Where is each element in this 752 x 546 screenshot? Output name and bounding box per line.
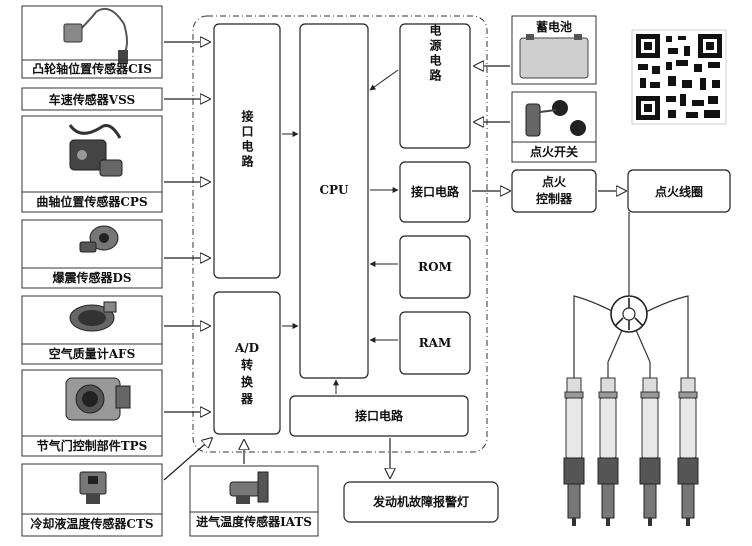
external-power-arrows	[474, 66, 510, 122]
interface-circuit-right	[399, 161, 471, 223]
crankshaft-sensor-icon	[68, 124, 123, 177]
sensor-cis: 凸轮轴位置传感器CIS	[21, 5, 163, 79]
sensor-vss: 车速传感器VSS	[21, 87, 163, 111]
battery-label: 蓄电池	[536, 19, 572, 34]
ignition-switch-unit: 点火开关	[511, 91, 597, 163]
fault-lamp-label: 发动机故障报警灯	[372, 494, 469, 509]
knock-sensor-icon	[79, 225, 119, 253]
sensor-label-cps: 曲轴位置传感器CPS	[36, 194, 147, 209]
battery-icon	[519, 34, 589, 79]
coolant-sensor-icon	[79, 471, 107, 504]
airflow-meter-icon	[69, 301, 117, 332]
ignition-wiring	[573, 212, 689, 378]
sensor-label-cis: 凸轮轴位置传感器CIS	[32, 61, 152, 76]
rom-label: ROM	[418, 260, 452, 274]
camshaft-sensor-icon	[63, 8, 128, 64]
sensor-cts: 冷却液温度传感器CTS	[21, 463, 163, 537]
cpu-block	[299, 23, 369, 379]
rom-block	[399, 235, 471, 299]
sensor-tps: 节气门控制部件TPS	[21, 369, 163, 457]
ignition-controller-label: 点火控制器	[536, 174, 573, 206]
intake-temp-sensor-icon	[229, 471, 269, 504]
sensor-label-ds: 爆震传感器DS	[52, 270, 131, 285]
sensor-label-afs: 空气质量计AFS	[49, 346, 136, 361]
ram-block	[399, 311, 471, 375]
interface-circuit-right-label: 接口电路	[411, 184, 460, 199]
ignition-coil-label: 点火线圈	[655, 184, 703, 199]
power-circuit	[399, 23, 471, 149]
interface-circuit-bottom	[289, 395, 469, 437]
power-circuit-label: 电源电路	[428, 23, 442, 84]
sensor-cps: 曲轴位置传感器CPS	[21, 115, 163, 213]
interface-circuit-left-label: 接口电路	[240, 109, 254, 170]
throttle-body-icon	[65, 377, 131, 421]
battery-unit: 蓄电池	[511, 15, 597, 85]
sensor-afs: 空气质量计AFS	[21, 295, 163, 365]
distributor-icon	[610, 295, 648, 333]
fault-lamp	[343, 481, 499, 523]
ad-converter	[213, 291, 281, 435]
ecu-internal-arrows	[282, 69, 399, 394]
ignition-controller	[511, 169, 597, 213]
sensor-label-tps: 节气门控制部件TPS	[37, 438, 148, 453]
ignition-coil	[627, 169, 731, 213]
ecu-enclosure	[192, 15, 488, 453]
sensor-ds: 爆震传感器DS	[21, 219, 163, 289]
qr-code-icon	[631, 29, 727, 125]
interface-circuit-left	[213, 23, 281, 279]
sensor-arrows	[163, 42, 244, 481]
sensor-label-vss: 车速传感器VSS	[49, 92, 135, 107]
ignition-key-icon	[525, 100, 586, 137]
spark-plug-icon	[563, 377, 699, 526]
interface-circuit-bottom-label: 接口电路	[355, 408, 404, 423]
sensor-iats: 进气温度传感器IATS	[189, 465, 319, 537]
ignition-switch-label: 点火开关	[530, 144, 578, 159]
cpu-label: CPU	[319, 183, 349, 197]
sensor-label-iats: 进气温度传感器IATS	[196, 514, 312, 529]
sensor-label-cts: 冷却液温度传感器CTS	[30, 516, 153, 531]
ram-label: RAM	[419, 336, 452, 350]
